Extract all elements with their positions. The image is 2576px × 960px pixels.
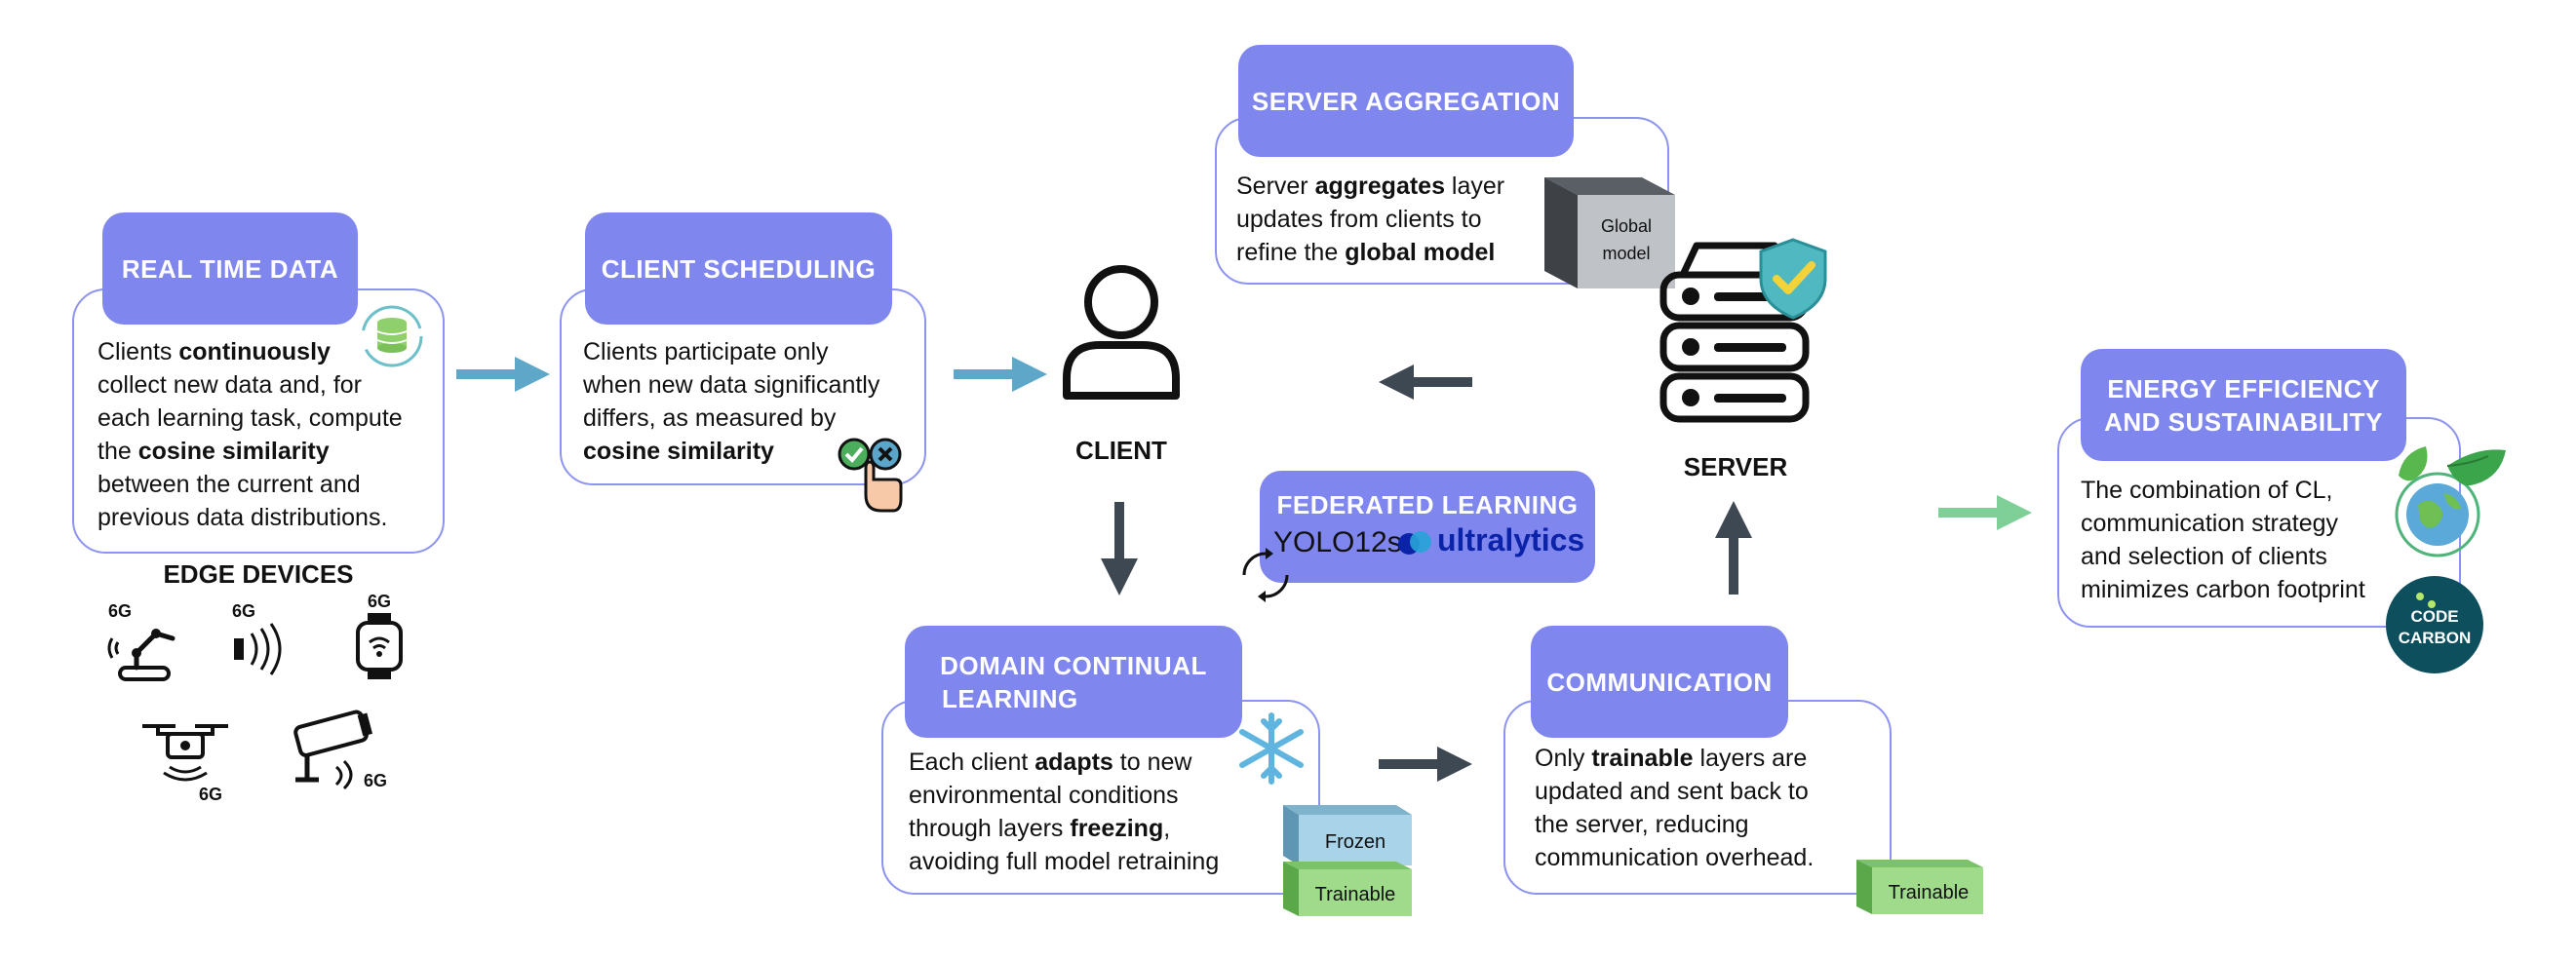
svg-text:6G: 6G bbox=[368, 592, 391, 611]
shield-check-icon bbox=[1759, 238, 1827, 320]
code-carbon-logo: CODE CARBON bbox=[2386, 576, 2483, 673]
code-carbon-logo-line2: CARBON bbox=[2399, 629, 2472, 647]
security-camera-icon: 6G bbox=[293, 710, 387, 790]
domain-cl-title: DOMAIN CONTINUAL LEARNING bbox=[905, 626, 1242, 738]
server-label: SERVER bbox=[1683, 452, 1788, 481]
domain-cl-title-line2: LEARNING bbox=[942, 683, 1078, 713]
edge-devices-label: EDGE DEVICES bbox=[163, 559, 354, 589]
select-check-icon bbox=[838, 438, 903, 513]
frozen-layer-block: Frozen bbox=[1283, 805, 1412, 865]
yolo-label: YOLO12s bbox=[1273, 526, 1402, 558]
global-model-box: Global model bbox=[1544, 177, 1675, 288]
server-aggregation-text: Server aggregates layer updates from cli… bbox=[1236, 173, 1505, 266]
server-aggregation-title: SERVER AGGREGATION bbox=[1238, 45, 1574, 157]
arrow-scheduling-to-client bbox=[954, 357, 1047, 392]
energy-title-line1: ENERGY EFFICIENCY bbox=[2107, 373, 2380, 403]
arrow-realtime-to-scheduling bbox=[456, 357, 550, 392]
sync-cycle-icon bbox=[1242, 548, 1289, 602]
arrow-dcl-to-communication bbox=[1379, 747, 1472, 782]
green-earth-icon bbox=[2395, 446, 2506, 557]
smartwatch-icon: 6G bbox=[356, 592, 403, 679]
snowflake-icon bbox=[1239, 712, 1304, 785]
arrow-to-energy bbox=[1938, 495, 2032, 530]
svg-text:6G: 6G bbox=[364, 771, 387, 790]
speaker-signal-icon: 6G bbox=[232, 601, 282, 675]
energy-text: The combination of CL, communication str… bbox=[2081, 477, 2365, 603]
svg-text:6G: 6G bbox=[108, 601, 132, 621]
ultralytics-brand: ultralytics bbox=[1437, 522, 1585, 557]
ultralytics-logo-icon bbox=[1398, 531, 1431, 555]
domain-cl-title-line1: DOMAIN CONTINUAL bbox=[940, 650, 1207, 680]
database-sync-icon bbox=[361, 305, 423, 367]
domain-cl-text: Each client adapts to new environmental … bbox=[909, 749, 1220, 875]
communication-text: Only trainable layers are updated and se… bbox=[1535, 745, 1815, 871]
trainable-label: Trainable bbox=[1315, 884, 1396, 905]
federated-learning-title: FEDERATED LEARNING bbox=[1276, 490, 1579, 519]
federated-learning-panel: FEDERATED LEARNING bbox=[1260, 471, 1595, 583]
real-time-data-text: Clients continuously collect new data an… bbox=[98, 338, 403, 531]
arrow-communication-to-server bbox=[1715, 501, 1752, 595]
frozen-label: Frozen bbox=[1325, 831, 1386, 853]
global-model-label-2: model bbox=[1602, 244, 1650, 263]
arrow-client-to-dcl bbox=[1101, 502, 1138, 595]
arrow-server-to-client bbox=[1379, 365, 1472, 400]
client-person-icon bbox=[1063, 265, 1180, 400]
robot-arm-icon: 6G bbox=[107, 601, 176, 681]
communication-title: COMMUNICATION bbox=[1531, 626, 1788, 738]
client-label: CLIENT bbox=[1075, 436, 1167, 465]
energy-title: ENERGY EFFICIENCY AND SUSTAINABILITY bbox=[2081, 349, 2406, 461]
energy-title-line2: AND SUSTAINABILITY bbox=[2104, 406, 2383, 437]
svg-text:6G: 6G bbox=[199, 785, 222, 804]
global-model-label-1: Global bbox=[1601, 216, 1652, 236]
client-scheduling-text: Clients participate only when new data s… bbox=[583, 338, 880, 465]
client-scheduling-title: CLIENT SCHEDULING bbox=[585, 212, 892, 325]
svg-text:6G: 6G bbox=[232, 601, 255, 621]
real-time-data-title: REAL TIME DATA bbox=[102, 212, 358, 325]
communication-trainable-block: Trainable bbox=[1856, 860, 1983, 914]
communication-trainable-label: Trainable bbox=[1889, 882, 1970, 903]
code-carbon-logo-line1: CODE bbox=[2410, 607, 2458, 626]
drone-icon: 6G bbox=[142, 724, 228, 804]
trainable-layer-block: Trainable bbox=[1283, 862, 1412, 916]
